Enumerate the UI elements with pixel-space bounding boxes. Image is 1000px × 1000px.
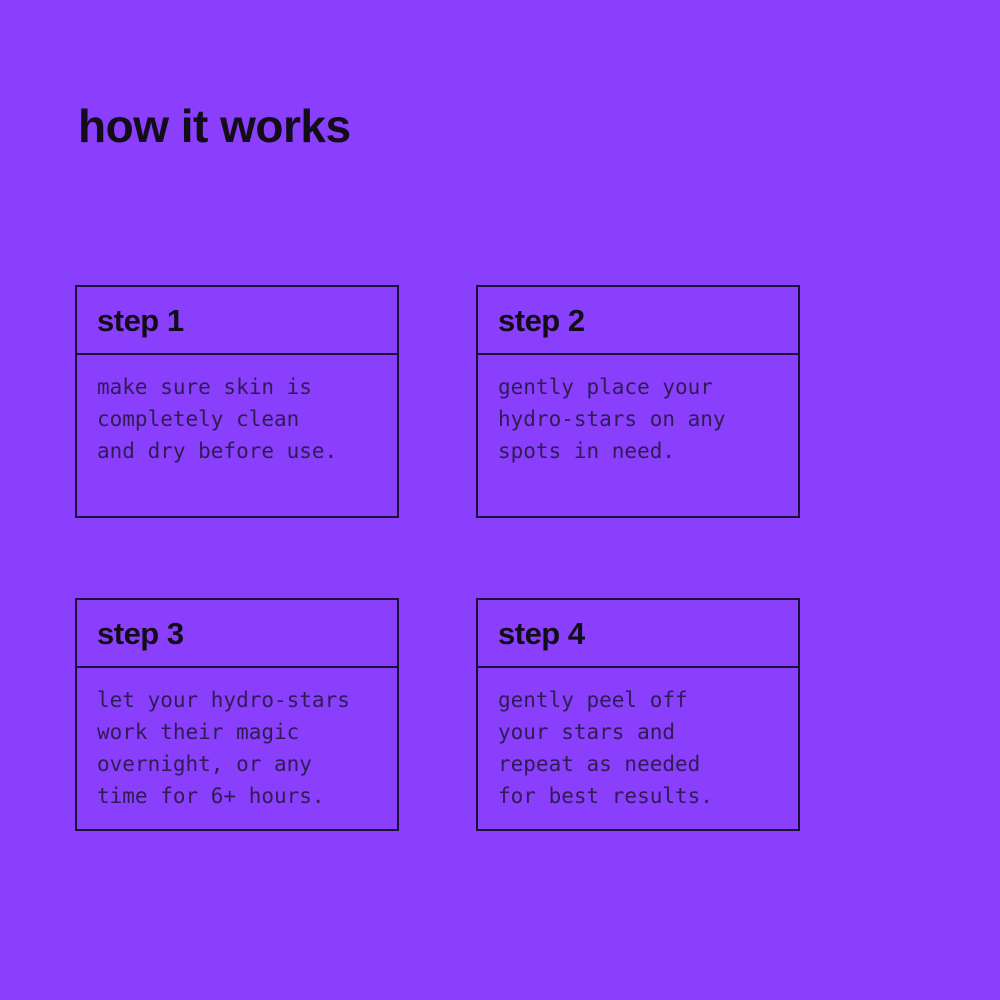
step-4-label: step 4 [478,600,798,668]
step-card-3: step 3 let your hydro-stars work their m… [75,598,399,831]
step-card-2: step 2 gently place your hydro-stars on … [476,285,800,518]
step-2-description: gently place your hydro-stars on any spo… [498,375,726,463]
step-2-label: step 2 [478,287,798,355]
step-3-description: let your hydro-stars work their magic ov… [97,688,350,808]
step-1-description: make sure skin is completely clean and d… [97,375,338,463]
page-title: how it works [78,100,351,152]
step-card-4: step 4 gently peel off your stars and re… [476,598,800,831]
step-3-label: step 3 [77,600,397,668]
step-card-1: step 1 make sure skin is completely clea… [75,285,399,518]
step-4-description: gently peel off your stars and repeat as… [498,688,713,808]
step-1-label: step 1 [77,287,397,355]
